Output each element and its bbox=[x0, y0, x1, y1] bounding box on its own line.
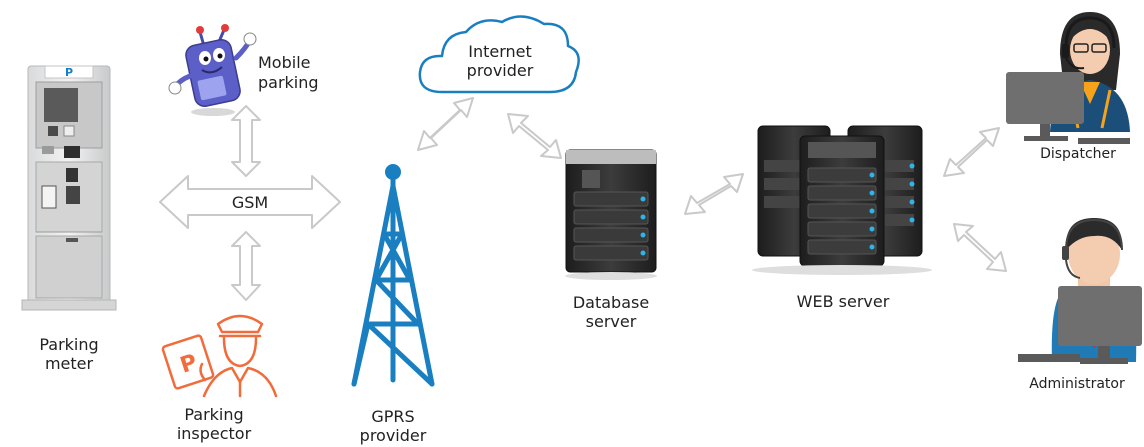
mobile-parking-label-2: parking bbox=[258, 73, 319, 92]
operator-icon bbox=[1006, 12, 1130, 144]
operator-icon bbox=[1018, 218, 1142, 364]
parking-meter-sign: P bbox=[65, 66, 73, 79]
server-cluster-icon bbox=[752, 125, 932, 275]
database-server-label-line1: Database bbox=[572, 293, 650, 312]
db-web-arrow bbox=[684, 173, 744, 215]
arrows bbox=[159, 97, 1007, 301]
cloud-db-arrow bbox=[507, 113, 562, 159]
parking-meter-icon bbox=[21, 65, 117, 311]
database-server-label-line2: server bbox=[585, 312, 637, 331]
gsm-label: GSM bbox=[232, 193, 268, 212]
web-admin-arrow bbox=[953, 223, 1007, 272]
parking-inspector-label-line2: inspector bbox=[176, 424, 252, 443]
parking-meter-label: Parking meter bbox=[10, 335, 128, 373]
server-icon bbox=[565, 149, 657, 280]
tower-cloud-arrow bbox=[417, 97, 474, 151]
administrator-label: Administrator bbox=[1029, 376, 1125, 392]
gsm-inspector-arrow bbox=[231, 231, 261, 301]
phone-mascot-icon bbox=[168, 24, 257, 116]
inspector-icon bbox=[161, 314, 278, 398]
internet-provider-label-line1: Internet bbox=[468, 42, 532, 61]
internet-provider-label-line2: provider bbox=[466, 61, 534, 80]
mobile-parking-label-1: Mobile bbox=[258, 53, 310, 72]
gprs-provider-label: GPRS provider bbox=[343, 407, 443, 445]
web-dispatcher-arrow bbox=[943, 127, 1000, 177]
mobile-gsm-arrow bbox=[231, 105, 261, 177]
web-server-label: WEB server bbox=[796, 292, 890, 311]
gprs-provider-label-line2: provider bbox=[359, 426, 427, 445]
gprs-provider-label-line1: GPRS bbox=[371, 407, 415, 426]
gsm-arrow bbox=[159, 175, 341, 229]
parking-inspector-label-line1: Parking bbox=[184, 405, 244, 424]
dispatcher-label: Dispatcher bbox=[1040, 146, 1116, 162]
parking-inspector-label: Parking inspector bbox=[164, 405, 264, 443]
antenna-tower-icon bbox=[351, 175, 435, 387]
cloud-icon bbox=[418, 15, 580, 94]
parking-meter-label-line2: meter bbox=[44, 354, 94, 373]
inspector-sign: P bbox=[177, 350, 200, 379]
internet-provider-label: Internet provider bbox=[442, 42, 558, 80]
parking-meter-label-line1: Parking bbox=[39, 335, 99, 354]
antenna-tip bbox=[385, 164, 401, 180]
database-server-label: Database server bbox=[561, 293, 661, 331]
